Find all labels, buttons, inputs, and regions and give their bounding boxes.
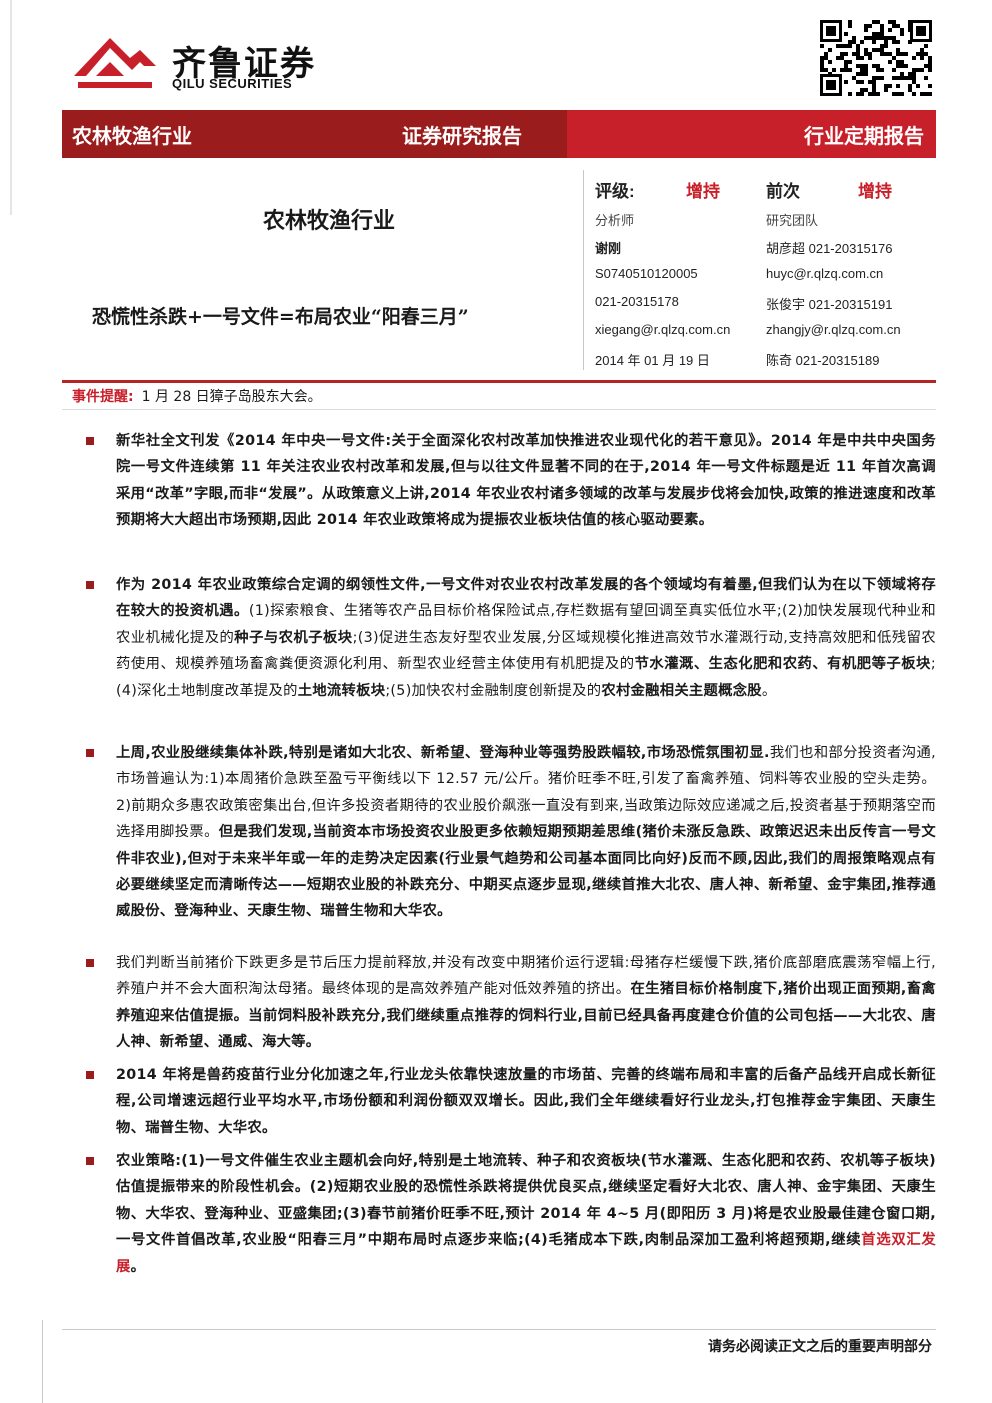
- analyst-name: 谢刚: [595, 241, 622, 256]
- paragraph: 作为 2014 年农业政策综合定调的纲领性文件,一号文件对农业农村改革发展的各个…: [86, 572, 937, 704]
- divider: [583, 170, 584, 370]
- report-date: 2014 年 01 月 19 日: [595, 353, 710, 368]
- brand-name-cn: 齐鲁证券: [172, 44, 316, 84]
- analyst-phone: 021-20315178: [595, 294, 679, 309]
- paragraph-text: 种子与农机子板块: [234, 629, 353, 646]
- report-title: 恐慌性杀跌+一号文件=布局农业“阳春三月”: [92, 306, 469, 328]
- bullet-icon: [86, 1071, 94, 1079]
- previous-rating-label: 前次: [766, 182, 800, 201]
- team-member-1-email[interactable]: huyc@r.qlzq.com.cn: [766, 266, 884, 281]
- paragraph: 农业策略:(1)一号文件催生农业主题机会向好,特别是土地流转、种子和农资板块(节…: [86, 1148, 937, 1280]
- paragraph-text: ;(3)促进生态友好型农业发展,分区域规模化推进高效节水灌溉行动,支持高效肥和低…: [116, 629, 936, 673]
- bullet-icon: [86, 437, 94, 445]
- footer-divider: [62, 1329, 936, 1330]
- paragraph-text: 土地流转板块: [297, 682, 386, 699]
- paragraph-text: 2014 年将是兽药疫苗行业分化加速之年,行业龙头依靠快速放量的市场苗、完善的终…: [116, 1067, 936, 1136]
- banner-report-category: 行业定期报告: [804, 123, 924, 148]
- margin-line: [10, 0, 12, 215]
- qr-code-icon: [818, 18, 934, 98]
- banner-report-type: 证券研究报告: [402, 123, 522, 148]
- paragraph-text: 。: [761, 682, 777, 699]
- analyst-role: 分析师: [595, 213, 635, 228]
- bullet-icon: [86, 1157, 94, 1165]
- paragraph-text: 新华社全文刊发《2014 年中央一号文件:关于全面深化农村改革加快推进农业现代化…: [116, 433, 936, 529]
- company-logo: 齐鲁证券 QILU SECURITIES: [70, 28, 320, 98]
- paragraph-text: 农业策略:(1)一号文件催生农业主题机会向好,特别是土地流转、种子和农资板块(节…: [116, 1153, 936, 1249]
- bullet-icon: [86, 749, 94, 757]
- paragraph-text: 首选双汇发展: [116, 1232, 937, 1275]
- paragraph-text: 但是我们发现,当前资本市场投资农业股更多依赖短期预期差思维(猪价未涨反急跌、政策…: [116, 824, 936, 920]
- brand-name-en: QILU SECURITIES: [172, 76, 293, 91]
- logo-mark-icon: [74, 38, 156, 88]
- analyst-license: S0740510120005: [595, 266, 698, 281]
- previous-rating-value: 增持: [858, 182, 892, 201]
- team-member-2-email[interactable]: zhangjy@r.qlzq.com.cn: [766, 322, 901, 337]
- rating-value: 增持: [686, 182, 720, 201]
- team-member-3: 陈奇 021-20315189: [766, 353, 880, 368]
- event-text: 1 月 28 日獐子岛股东大会。: [141, 389, 322, 405]
- margin-line: [42, 1320, 43, 1403]
- paragraph-text: 作为 2014 年农业政策综合定调的纲领性文件,一号文件对农业农村改革发展的各个…: [116, 577, 936, 620]
- paragraph: 新华社全文刊发《2014 年中央一号文件:关于全面深化农村改革加快推进农业现代化…: [86, 428, 936, 534]
- paragraph-text: 上周,农业股继续集体补跌,特别是诸如大北农、新希望、登海种业等强势股跌幅较,市场…: [116, 745, 770, 761]
- disclaimer-note: 请务必阅读正文之后的重要声明部分: [708, 1339, 932, 1355]
- rating-label: 评级:: [595, 182, 635, 201]
- paragraph: 我们判断当前猪价下跌更多是节后压力提前释放,并没有改变中期猪价运行逻辑:母猪存栏…: [86, 950, 936, 1056]
- paragraph-text: 我们判断当前猪价下跌更多是节后压力提前释放,并没有改变中期猪价运行逻辑:母猪存栏…: [116, 955, 936, 998]
- paragraph-text: ;(4)深化土地制度改革提及的: [116, 656, 937, 699]
- event-reminder: 事件提醒: 1 月 28 日獐子岛股东大会。: [62, 380, 936, 410]
- paragraph-text: ;(5)加快农村金融制度创新提及的: [385, 682, 602, 699]
- bullet-icon: [86, 959, 94, 967]
- paragraph-text: 节水灌溉、生态化肥和农药、有机肥等子板块: [634, 656, 931, 673]
- paragraph-text: 我们也和部分投资者沟通,市场普遍认为:1)本周猪价急跌至盈亏平衡线以下 12.5…: [116, 745, 936, 841]
- industry-title: 农林牧渔行业: [263, 208, 396, 234]
- bullet-icon: [86, 581, 94, 589]
- paragraph-text: 农村金融相关主题概念股: [601, 682, 762, 699]
- paragraph-text: (1)探索粮食、生猪等农产品目标价格保险试点,存栏数据有望回调至真实低位水平;(…: [116, 603, 936, 646]
- paragraph: 2014 年将是兽药疫苗行业分化加速之年,行业龙头依靠快速放量的市场苗、完善的终…: [86, 1062, 936, 1141]
- team-member-1: 胡彦超 021-20315176: [766, 241, 893, 256]
- team-role: 研究团队: [766, 213, 819, 228]
- paragraph: 上周,农业股继续集体补跌,特别是诸如大北农、新希望、登海种业等强势股跌幅较,市场…: [86, 740, 936, 925]
- analyst-email[interactable]: xiegang@r.qlzq.com.cn: [595, 322, 731, 337]
- team-member-2: 张俊宇 021-20315191: [766, 297, 893, 312]
- header-banner: 农林牧渔行业 证券研究报告 行业定期报告: [62, 110, 936, 158]
- paragraph-text: 。: [130, 1258, 146, 1275]
- event-label: 事件提醒:: [72, 389, 134, 405]
- banner-industry: 农林牧渔行业: [72, 123, 192, 148]
- paragraph-text: 在生猪目标价格制度下,猪价出现正面预期,畜禽养殖迎来估值提振。当前饲料股补跌充分…: [116, 981, 936, 1051]
